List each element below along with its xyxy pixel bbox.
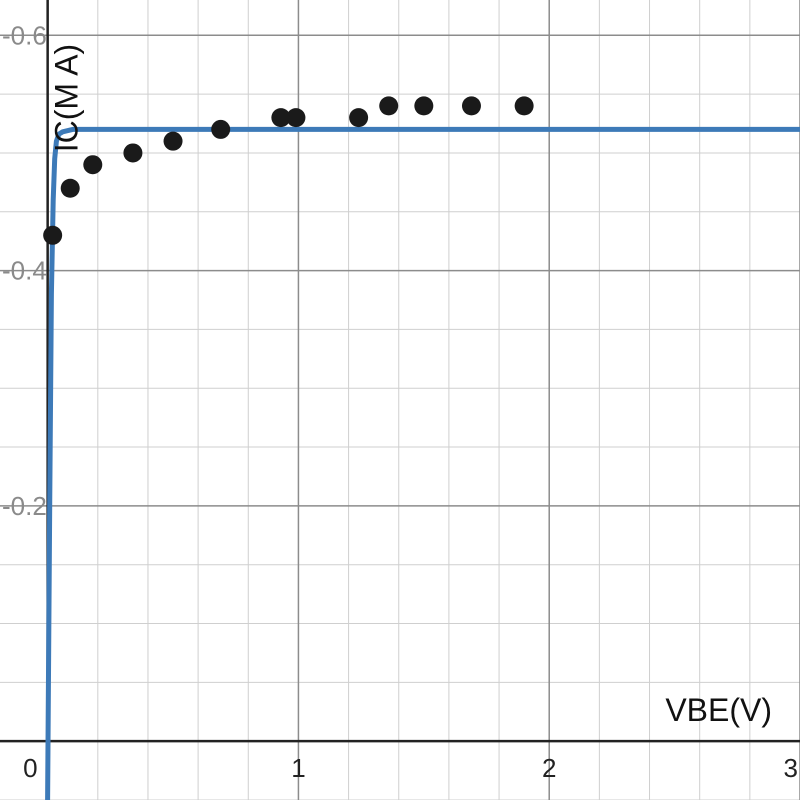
data-point xyxy=(123,143,143,163)
data-point xyxy=(414,96,434,116)
fit-curve xyxy=(45,126,800,800)
data-points-layer xyxy=(43,96,534,245)
tick-labels: 0 1 2 3 -0.2 -0.4 -0.6 xyxy=(2,20,798,783)
data-point xyxy=(163,131,183,151)
x-axis-label: VBE(V) xyxy=(665,692,772,728)
y-tick-label: -0.4 xyxy=(2,256,47,286)
x-tick-label: 1 xyxy=(291,753,305,783)
x-tick-label: 2 xyxy=(542,753,556,783)
data-point xyxy=(461,96,481,116)
y-axis-label: IC(M A) xyxy=(49,44,85,152)
x-tick-label: 0 xyxy=(23,753,37,783)
data-point xyxy=(349,108,369,128)
y-tick-label: -0.2 xyxy=(2,491,47,521)
data-point xyxy=(43,225,63,245)
x-tick-label: 3 xyxy=(784,753,798,783)
data-point xyxy=(211,119,231,139)
data-point xyxy=(83,155,103,175)
data-point xyxy=(514,96,534,116)
data-point xyxy=(271,108,291,128)
y-tick-label: -0.6 xyxy=(2,20,47,50)
fit-curve-layer xyxy=(45,126,800,800)
data-point xyxy=(379,96,399,116)
data-point xyxy=(286,108,306,128)
data-point xyxy=(60,178,80,198)
